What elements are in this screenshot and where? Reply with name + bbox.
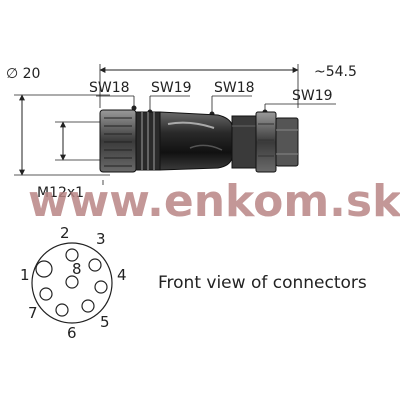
length-dimension: ~54.5 <box>99 64 357 108</box>
pin-hole <box>65 248 79 262</box>
pin-number: 7 <box>28 304 38 322</box>
pin-hole <box>88 258 102 272</box>
pin-number: 4 <box>117 266 127 284</box>
pin-hole <box>55 303 69 317</box>
pin-number: 8 <box>72 260 82 278</box>
front-view: 1 2 3 4 5 6 7 8 Front view of connectors <box>20 224 367 342</box>
pin-number: 2 <box>60 224 70 242</box>
diameter-label: ∅ 20 <box>6 66 40 82</box>
wrench-size-label: SW19 <box>151 80 192 96</box>
pin-hole <box>81 299 95 313</box>
side-view: ∅ 20 M12x1 ~54.5 SW18 SW19 SW <box>6 64 357 201</box>
wrench-size-label: SW19 <box>292 88 333 104</box>
pin-hole <box>65 275 79 289</box>
connector-face <box>31 242 113 324</box>
pin-hole <box>39 287 53 301</box>
coding-key <box>35 260 53 278</box>
diameter-dimension: ∅ 20 <box>6 66 110 176</box>
connector-body <box>99 109 299 173</box>
length-label: ~54.5 <box>314 64 357 80</box>
pin-number: 6 <box>67 324 77 342</box>
watermark: www.enkom.sk <box>28 176 400 227</box>
pin-hole <box>94 280 108 294</box>
pin-number: 5 <box>100 313 110 331</box>
pin-number: 3 <box>96 230 106 248</box>
thread-label: M12x1 <box>37 185 84 201</box>
wrench-size-label: SW18 <box>89 80 130 96</box>
wrench-size-label: SW18 <box>214 80 255 96</box>
front-view-caption: Front view of connectors <box>158 273 367 293</box>
wrench-size-labels: SW18 SW19 SW18 SW19 <box>89 80 336 117</box>
pin-number: 1 <box>20 266 30 284</box>
thread-dimension: M12x1 <box>37 121 105 201</box>
